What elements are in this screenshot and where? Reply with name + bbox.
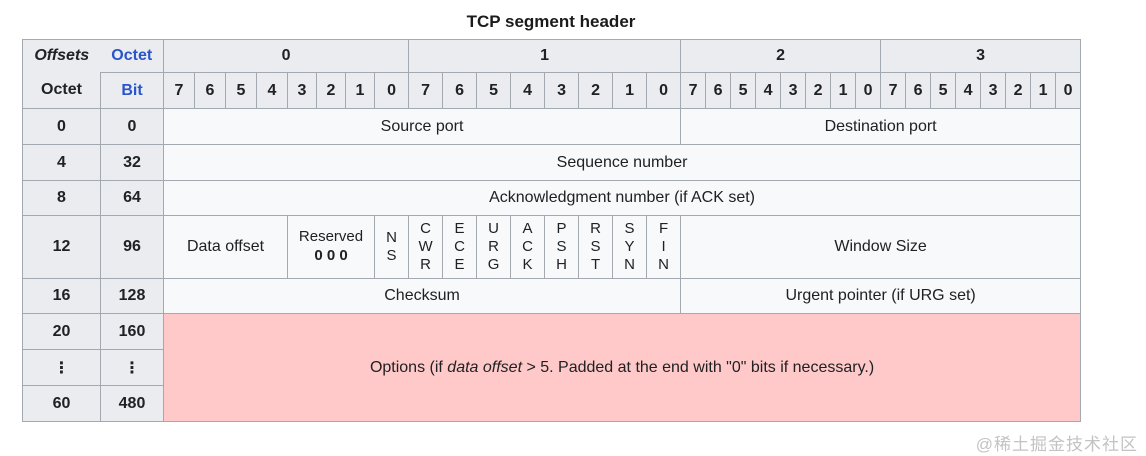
row-bit-label: 0 — [100, 108, 164, 145]
offsets-header: Offsets — [22, 39, 101, 73]
field-checksum: Checksum — [162, 278, 682, 314]
row-octet-0: 0 0 Source port Destination port — [22, 108, 1082, 145]
row-octet-label: 8 — [22, 180, 101, 216]
watermark: @稀土掘金技术社区 — [975, 435, 1138, 454]
tcp-header-diagram: TCP segment header Offsets Octet 0 1 2 3… — [22, 0, 1082, 422]
row-bit-label: 96 — [100, 215, 164, 279]
bit-link[interactable]: Bit — [100, 72, 164, 109]
bit-number: 0 — [373, 72, 410, 109]
row-octet-12: 12 96 Data offset Reserved 0 0 0 N S C W… — [22, 215, 1082, 279]
row-octet-label: 0 — [22, 108, 101, 145]
row-bit-label: 64 — [100, 180, 164, 216]
row-octet-label: 12 — [22, 215, 101, 279]
bit-number: 4 — [955, 72, 982, 109]
header-row-bits: Octet Bit 7 6 5 4 3 2 1 0 7 6 5 4 3 2 1 … — [22, 72, 1082, 109]
bit-number: 0 — [855, 72, 882, 109]
field-reserved: Reserved 0 0 0 — [287, 215, 375, 279]
bit-number: 1 — [612, 72, 648, 109]
row-octet-label: 16 — [22, 278, 101, 314]
bit-number: 5 — [225, 72, 257, 109]
bit-number: 1 — [830, 72, 857, 109]
bit-number: 2 — [316, 72, 346, 109]
bit-number: 4 — [755, 72, 782, 109]
octet-group-2: 2 — [680, 39, 882, 73]
bit-number: 5 — [730, 72, 757, 109]
options-text-prefix: Options (if — [369, 358, 448, 376]
row-octet-20: 20 160 Options (if data offset > 5. Padd… — [22, 313, 1082, 422]
flag-syn: S Y N — [612, 215, 648, 279]
octet-group-3: 3 — [880, 39, 1082, 73]
row-bit-label: ⋮ — [100, 349, 164, 386]
flag-urg: U R G — [476, 215, 512, 279]
flag-rst: R S T — [578, 215, 614, 279]
bit-number: 7 — [408, 72, 444, 109]
bit-number: 2 — [1005, 72, 1032, 109]
bit-number: 0 — [1055, 72, 1082, 109]
row-octet-16: 16 128 Checksum Urgent pointer (if URG s… — [22, 278, 1082, 314]
row-octet-label: ⋮ — [22, 349, 101, 386]
field-data-offset: Data offset — [163, 215, 288, 279]
bit-number: 2 — [578, 72, 614, 109]
options-text-italic: data offset — [447, 358, 523, 376]
bit-number: 6 — [194, 72, 226, 109]
bit-number: 7 — [880, 72, 907, 109]
row-bit-label: 32 — [100, 144, 164, 181]
field-window-size: Window Size — [680, 215, 1082, 279]
flag-psh: P S H — [544, 215, 580, 279]
row-octet-label: 20 — [22, 313, 101, 350]
reserved-value: 0 0 0 — [314, 247, 348, 264]
octet-group-0: 0 — [162, 39, 410, 73]
bit-number: 6 — [905, 72, 932, 109]
bit-number: 3 — [287, 72, 317, 109]
header-row-octets: Offsets Octet 0 1 2 3 — [22, 39, 1082, 73]
field-acknowledgment-number: Acknowledgment number (if ACK set) — [162, 180, 1082, 216]
bit-number: 5 — [476, 72, 512, 109]
row-bit-label: 480 — [100, 385, 164, 422]
field-source-port: Source port — [162, 108, 682, 145]
flag-cwr: C W R — [408, 215, 444, 279]
octet-link[interactable]: Octet — [100, 39, 164, 73]
row-bit-label: 160 — [100, 313, 164, 350]
bit-number: 7 — [163, 72, 195, 109]
bit-number: 7 — [680, 72, 707, 109]
tcp-header-table: Offsets Octet 0 1 2 3 Octet Bit 7 6 5 4 … — [22, 39, 1082, 422]
flag-fin: F I N — [646, 215, 682, 279]
bit-number: 6 — [442, 72, 478, 109]
bit-number: 6 — [705, 72, 732, 109]
bit-number: 4 — [256, 72, 288, 109]
field-destination-port: Destination port — [680, 108, 1082, 145]
field-options: Options (if data offset > 5. Padded at t… — [162, 313, 1082, 422]
field-urgent-pointer: Urgent pointer (if URG set) — [680, 278, 1082, 314]
flag-ns: N S — [373, 215, 410, 279]
bit-number: 3 — [544, 72, 580, 109]
octet-group-1: 1 — [408, 39, 682, 73]
bit-number: 2 — [805, 72, 832, 109]
row-octet-label: 60 — [22, 385, 101, 422]
bit-number: 1 — [1030, 72, 1057, 109]
field-sequence-number: Sequence number — [162, 144, 1082, 181]
bit-number: 1 — [345, 72, 375, 109]
bit-number: 4 — [510, 72, 546, 109]
row-octet-4: 4 32 Sequence number — [22, 144, 1082, 181]
bit-number: 5 — [930, 72, 957, 109]
options-text-suffix: > 5. Padded at the end with "0" bits if … — [522, 358, 875, 376]
flag-ece: E C E — [442, 215, 478, 279]
bit-number: 0 — [646, 72, 682, 109]
bit-number: 3 — [780, 72, 807, 109]
row-bit-label: 128 — [100, 278, 164, 314]
row-octet-label: 4 — [22, 144, 101, 181]
bit-number: 3 — [980, 72, 1007, 109]
octet-label: Octet — [22, 72, 101, 109]
row-octet-dots: ⋮ ⋮ — [22, 349, 1081, 386]
flag-ack: A C K — [510, 215, 546, 279]
page-title: TCP segment header — [466, 12, 636, 31]
row-octet-8: 8 64 Acknowledgment number (if ACK set) — [22, 180, 1082, 216]
reserved-label: Reserved — [298, 228, 364, 246]
row-octet-60: 60 480 — [22, 385, 1081, 422]
